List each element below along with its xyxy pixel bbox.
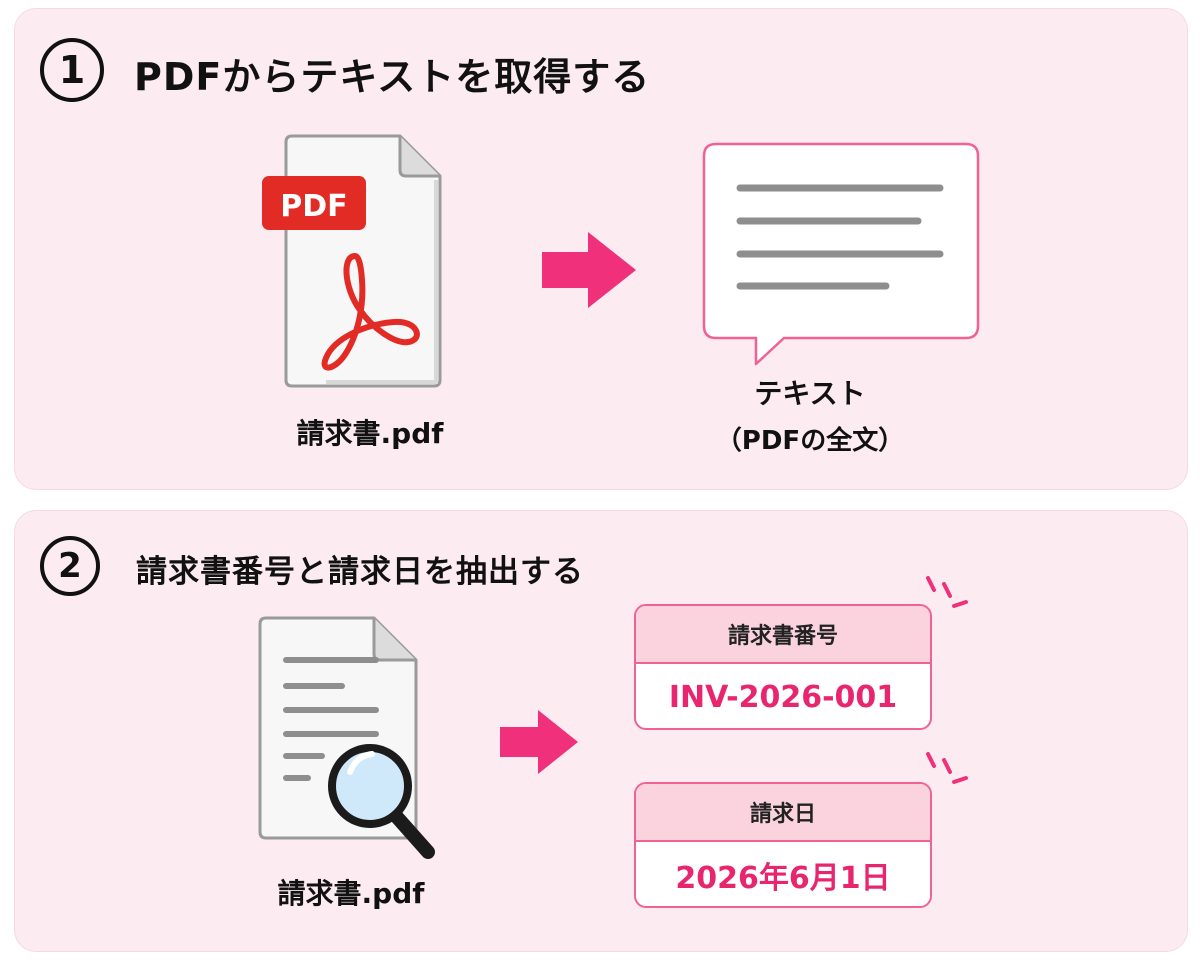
pdf-file-icon: PDF <box>262 134 442 388</box>
magnifier-icon <box>328 744 435 859</box>
speech-bubble-icon <box>702 142 980 366</box>
pdf-badge-label: PDF <box>280 189 347 224</box>
step2-title: 請求書番号と請求日を抽出する <box>136 554 584 590</box>
pdf-badge <box>262 176 366 230</box>
sparkle-icon <box>926 752 968 784</box>
step1-title: PDFからテキストを取得する <box>134 55 651 99</box>
acrobat-logo-icon <box>321 253 420 371</box>
step2-file-caption: 請求書.pdf <box>277 877 425 910</box>
text-output-caption: テキスト <box>754 377 866 410</box>
invoice-date-value: 2026年6月1日 <box>675 861 891 896</box>
invoice-number-card: 請求書番号 INV-2026-001 <box>634 604 932 730</box>
document-search-icon <box>258 616 435 859</box>
step2-number-badge: 2 <box>40 536 100 596</box>
invoice-number-value: INV-2026-001 <box>668 679 898 715</box>
invoice-date-card: 請求日 2026年6月1日 <box>634 782 932 908</box>
right-arrow-icon <box>500 710 578 774</box>
invoice-number-label: 請求書番号 <box>636 606 930 664</box>
step1-number-badge: 1 <box>40 38 104 102</box>
sparkle-icon <box>926 576 968 608</box>
invoice-date-label: 請求日 <box>636 784 930 842</box>
step2-panel <box>14 510 1188 952</box>
right-arrow-icon <box>542 232 636 308</box>
step1-file-caption: 請求書.pdf <box>296 417 444 450</box>
text-output-subcaption: （PDFの全文） <box>715 426 905 456</box>
